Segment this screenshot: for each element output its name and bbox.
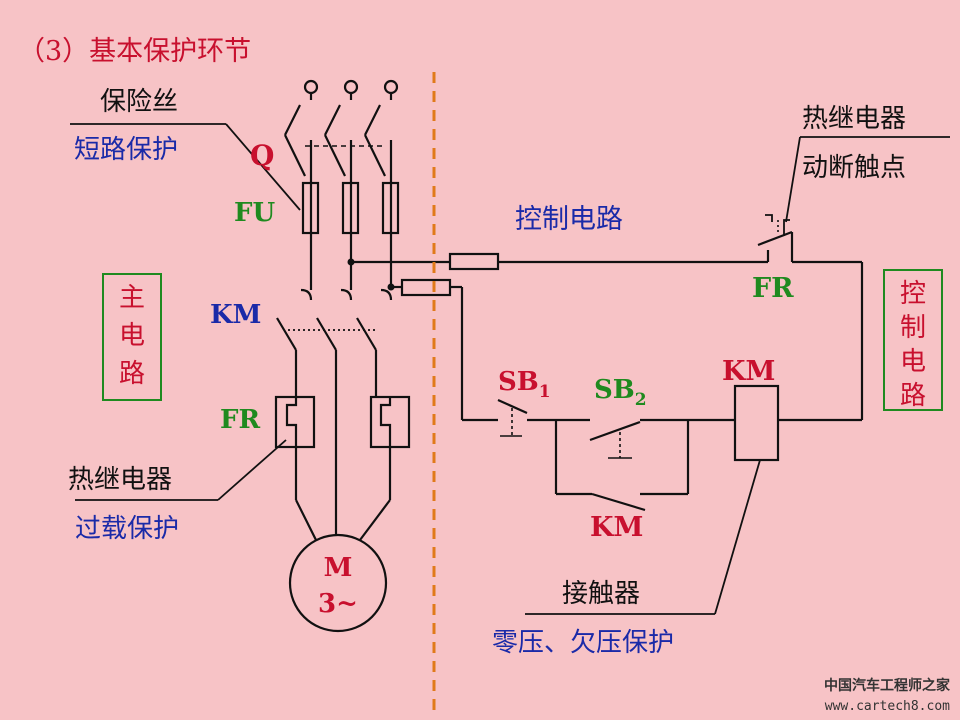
control-circuit-box-label: 控 制 电 路 <box>900 279 926 411</box>
contactor-label: KM <box>210 300 261 330</box>
terminal-l2 <box>343 79 359 95</box>
box-char: 电 <box>119 321 145 351</box>
box-char: 控 <box>900 279 926 309</box>
control-relay-label: 热继电器 <box>802 104 906 134</box>
pushbutton-stems <box>500 214 790 459</box>
box-char: 主 <box>119 283 145 313</box>
switch-q <box>284 93 393 177</box>
control-fr-label: FR <box>752 273 794 304</box>
control-relay-contact: 动断触点 <box>802 153 906 183</box>
switch-label: Q <box>250 139 274 172</box>
thermal-relay-fr <box>274 395 411 500</box>
wiring <box>70 79 950 633</box>
fuse-label: 保险丝 <box>100 87 178 117</box>
relay-purpose: 过载保护 <box>75 514 179 544</box>
box-char: 制 <box>900 313 926 343</box>
motor-phase: 3~ <box>318 589 358 619</box>
contactor-text: 接触器 <box>562 579 640 609</box>
page-title: （3）基本保护环节 <box>18 36 251 67</box>
contactor-main-contacts <box>276 288 393 398</box>
sb1-label: SB1 <box>498 367 551 402</box>
box-char: 路 <box>119 359 145 389</box>
control-title: 控制电路 <box>515 204 623 235</box>
motor-leads <box>295 499 391 541</box>
watermark-url: www.cartech8.com <box>825 699 950 714</box>
fuse-purpose: 短路保护 <box>74 135 178 165</box>
sb2-label: SB2 <box>594 375 647 410</box>
control-circuit-box <box>883 269 943 411</box>
fuse-fu <box>301 176 400 290</box>
terminal-l3 <box>383 79 399 95</box>
thermal-label: FR <box>220 405 260 435</box>
control-wiring <box>351 230 864 512</box>
terminal-l1 <box>303 79 319 95</box>
box-char: 路 <box>900 381 926 411</box>
fuse-symbol-label: FU <box>234 198 275 228</box>
main-circuit-box <box>102 273 162 401</box>
box-char: 电 <box>900 347 926 377</box>
watermark-name: 中国汽车工程师之家 <box>824 677 951 694</box>
motor-circle <box>288 533 388 633</box>
junction-dots <box>347 258 395 291</box>
main-circuit-box-label: 主 电 路 <box>119 283 145 389</box>
aux-contact-label: KM <box>590 512 643 543</box>
relay-label: 热继电器 <box>68 465 172 495</box>
motor-label: M <box>324 553 353 583</box>
contactor-purpose: 零压、欠压保护 <box>492 628 674 658</box>
callout-lines <box>70 123 950 615</box>
coil-label: KM <box>722 356 775 387</box>
